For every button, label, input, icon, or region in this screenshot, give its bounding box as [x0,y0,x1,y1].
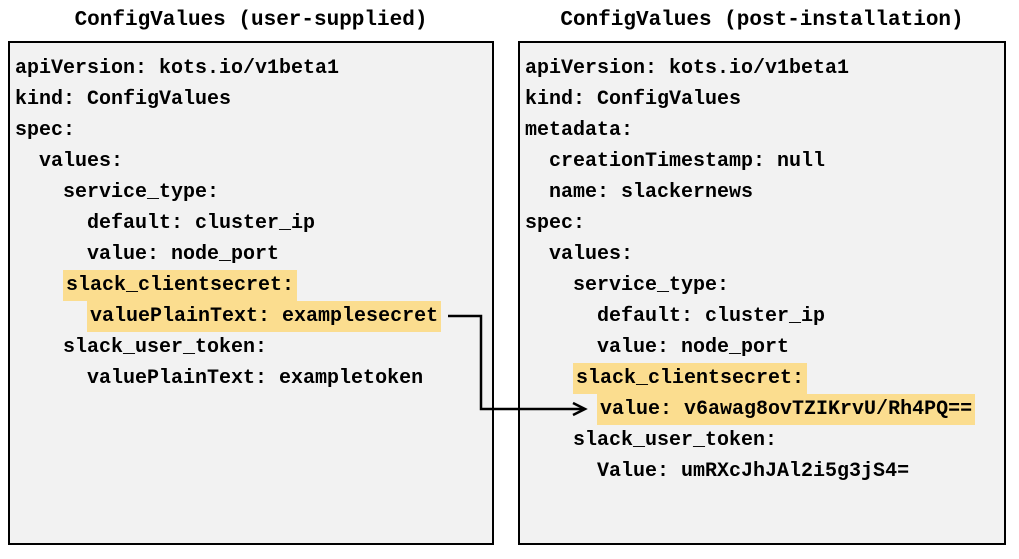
user-supplied-yaml-block: apiVersion: kots.io/v1beta1 kind: ConfigV… [10,43,492,404]
yaml-line: kind: ConfigValues [15,84,487,115]
yaml-line: creationTimestamp: null [525,146,999,177]
yaml-line: default: cluster_ip [525,301,999,332]
yaml-indent [15,150,39,173]
yaml-text: value: node_port [597,336,790,359]
yaml-line: value: node_port [15,239,487,270]
yaml-text: creationTimestamp: null [549,150,826,173]
yaml-indent [15,243,87,266]
yaml-line: value: node_port [525,332,999,363]
yaml-line: apiVersion: kots.io/v1beta1 [15,53,487,84]
yaml-text: default: cluster_ip [87,212,316,235]
yaml-line: spec: [525,208,999,239]
yaml-line: spec: [15,115,487,146]
yaml-indent [15,367,87,390]
yaml-line: name: slackernews [525,177,999,208]
yaml-indent [525,336,597,359]
yaml-text: values: [549,243,634,266]
yaml-indent [15,212,87,235]
yaml-line: apiVersion: kots.io/v1beta1 [525,53,999,84]
yaml-indent [525,243,549,266]
yaml-text: value: node_port [87,243,280,266]
yaml-line: service_type: [525,270,999,301]
yaml-text: service_type: [63,181,220,204]
yaml-text: values: [39,150,124,173]
yaml-text-highlighted: value: v6awag8ovTZIKrvU/Rh4PQ== [597,394,976,425]
yaml-text: slack_user_token: [573,429,778,452]
right-panel-title: ConfigValues (post-installation) [560,9,964,32]
yaml-text: kind: ConfigValues [525,88,742,111]
post-installation-yaml-block: apiVersion: kots.io/v1beta1 kind: ConfigV… [520,43,1004,497]
yaml-text: kind: ConfigValues [15,88,232,111]
yaml-line: value: v6awag8ovTZIKrvU/Rh4PQ== [525,394,999,425]
yaml-text: Value: umRXcJhJAl2i5g3jS4= [597,460,910,483]
left-panel-title: ConfigValues (user-supplied) [74,9,428,32]
user-supplied-config-panel: apiVersion: kots.io/v1beta1 kind: ConfigV… [8,41,494,545]
yaml-indent [525,460,597,483]
yaml-line: slack_clientsecret: [15,270,487,301]
yaml-indent [525,150,549,173]
yaml-text-highlighted: slack_clientsecret: [573,363,808,394]
post-installation-config-panel: apiVersion: kots.io/v1beta1 kind: ConfigV… [518,41,1006,545]
yaml-indent [15,181,63,204]
yaml-text-highlighted: valuePlainText: examplesecret [87,301,442,332]
yaml-line: metadata: [525,115,999,146]
yaml-line: kind: ConfigValues [525,84,999,115]
yaml-line: valuePlainText: exampletoken [15,363,487,394]
yaml-text: spec: [525,212,586,235]
yaml-line: values: [15,146,487,177]
yaml-text: metadata: [525,119,634,142]
yaml-text: service_type: [573,274,730,297]
yaml-text: name: slackernews [549,181,754,204]
yaml-line: default: cluster_ip [15,208,487,239]
yaml-text-highlighted: slack_clientsecret: [63,270,298,301]
yaml-text: apiVersion: kots.io/v1beta1 [525,57,850,80]
yaml-indent [15,305,87,328]
yaml-line: values: [525,239,999,270]
yaml-indent [525,367,573,390]
yaml-line: service_type: [15,177,487,208]
yaml-line: Value: umRXcJhJAl2i5g3jS4= [525,456,999,487]
yaml-indent [15,336,63,359]
yaml-indent [525,429,573,452]
yaml-line: slack_user_token: [525,425,999,456]
yaml-text: default: cluster_ip [597,305,826,328]
yaml-indent [525,181,549,204]
yaml-text: spec: [15,119,76,142]
yaml-indent [15,274,63,297]
yaml-line: slack_clientsecret: [525,363,999,394]
yaml-text: slack_user_token: [63,336,268,359]
yaml-text: apiVersion: kots.io/v1beta1 [15,57,340,80]
yaml-indent [525,274,573,297]
yaml-line: slack_user_token: [15,332,487,363]
yaml-indent [525,398,597,421]
yaml-text: valuePlainText: exampletoken [87,367,424,390]
yaml-line: valuePlainText: examplesecret [15,301,487,332]
yaml-indent [525,305,597,328]
